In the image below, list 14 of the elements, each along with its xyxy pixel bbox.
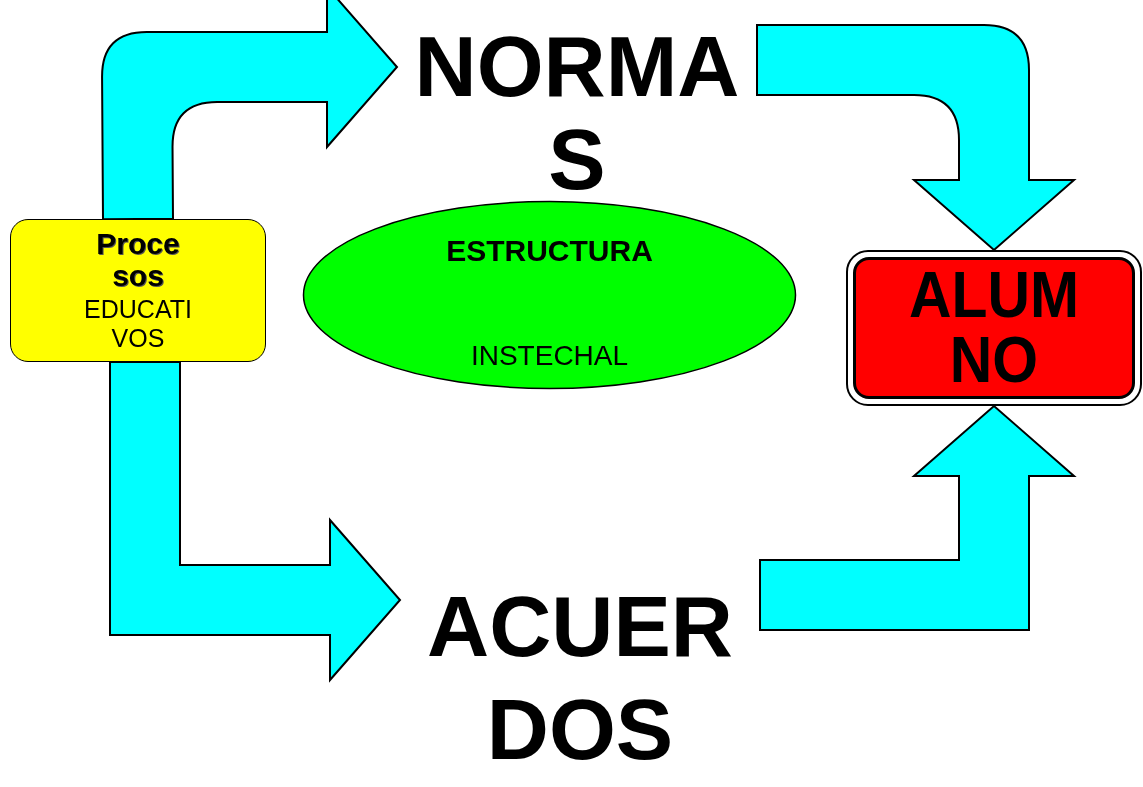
block-arrow (756, 24, 1075, 251)
heading-text: ACUERDOS (400, 575, 760, 782)
double-border-box (846, 250, 1142, 406)
ellipse-title: ESTRUCTURA (446, 234, 653, 268)
heading-text: NORMAS (397, 20, 757, 206)
block-arrow (101, 0, 398, 221)
block-arrow (109, 361, 402, 683)
box-subtitle: EDUCATIVOS (83, 295, 193, 353)
process-box (10, 219, 266, 362)
block-arrow (759, 404, 1077, 631)
ellipse-subtitle: INSTECHAL (470, 340, 629, 372)
box-title: ALUMNO (907, 262, 1081, 394)
box-title: Procesos (95, 228, 181, 292)
ellipse-node (302, 200, 797, 390)
